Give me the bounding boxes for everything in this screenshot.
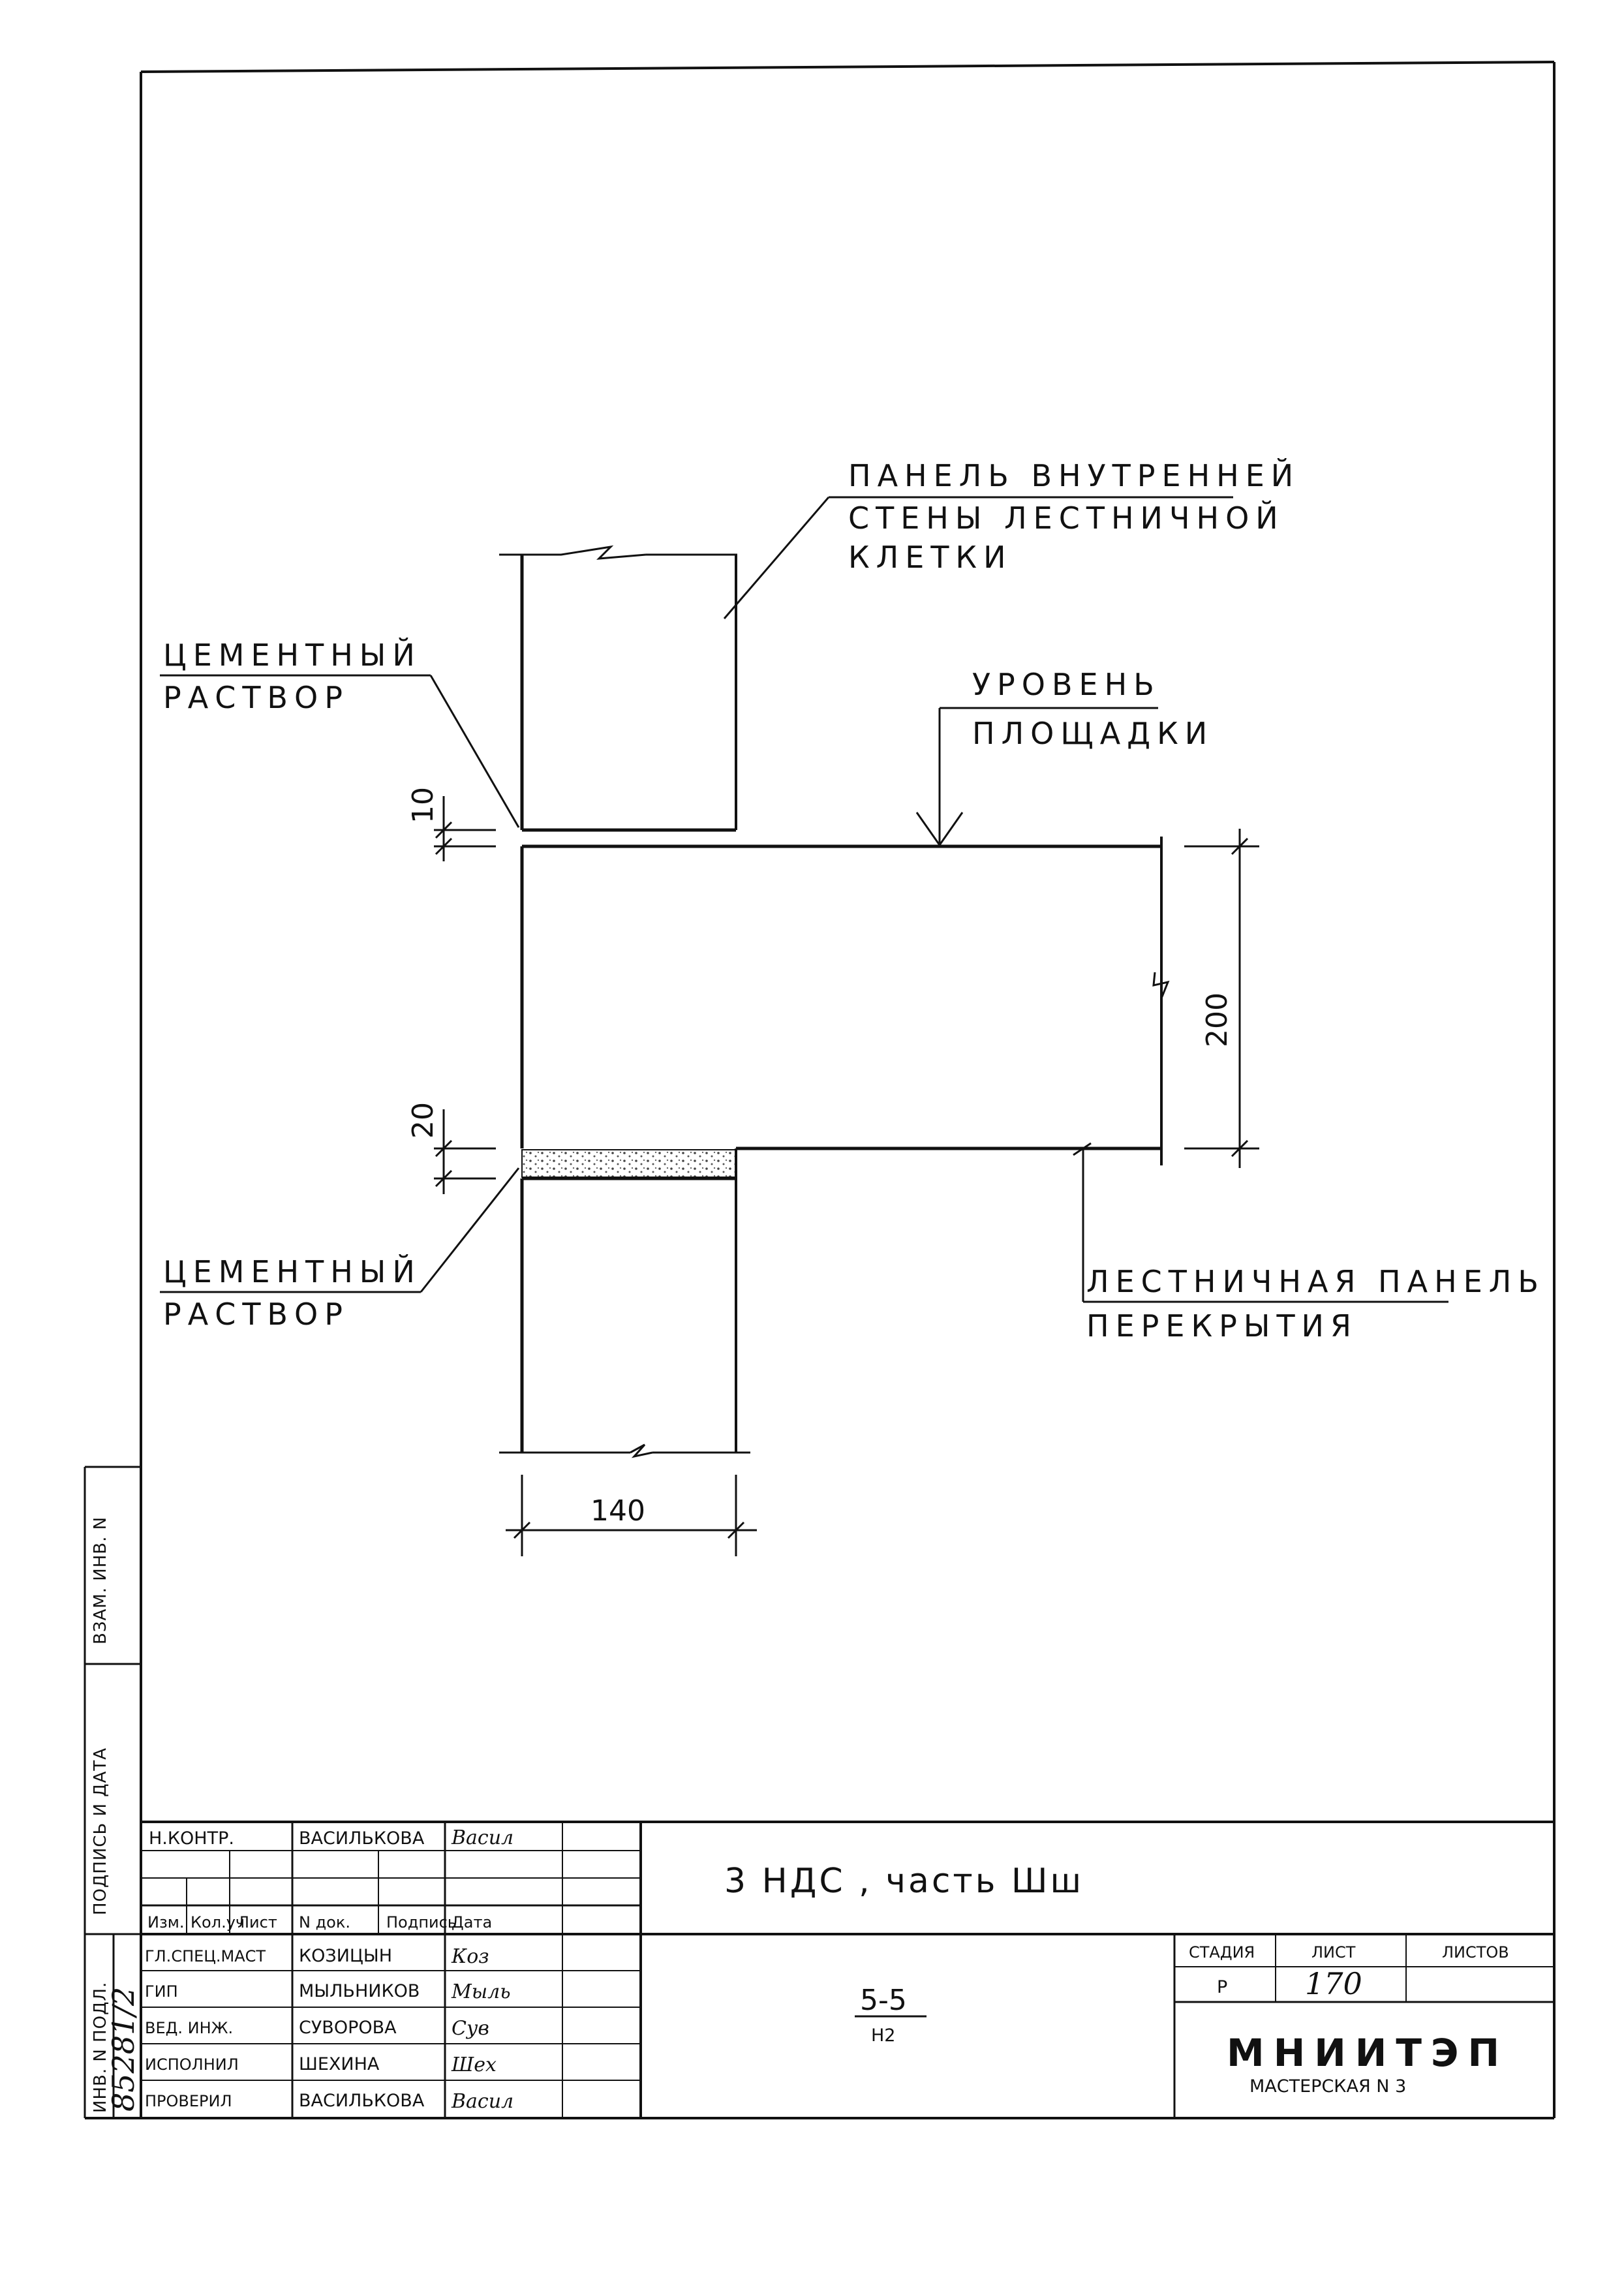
tb-stage-value: Р	[1217, 1977, 1227, 1997]
tb-normcontrol-name: ВАСИЛЬКОВА	[299, 1828, 425, 1849]
tb-sheets-label: ЛИСТОВ	[1442, 1943, 1509, 1962]
tb-header-podpis: Подпись	[386, 1913, 457, 1931]
side-label-podpis-data: ПОДПИСЬ И ДАТА	[91, 1747, 110, 1915]
tb-sheet-value: 170	[1305, 1966, 1362, 2001]
label-stair-panel-2: ПЕРЕКРЫТИЯ	[1086, 1308, 1358, 1344]
dimension-lines	[434, 796, 1259, 1556]
tb-project-title: 3 НДС , часть Шш	[724, 1862, 1084, 1901]
tb-sheet-label: ЛИСТ	[1311, 1943, 1356, 1962]
label-landing-level-1: УРОВЕНЬ	[972, 667, 1161, 702]
tb-staff-name: КОЗИЦЫН	[299, 1946, 392, 1966]
sheet-frame	[85, 61, 1555, 2119]
side-label-vzam-inv: ВЗАМ. ИНВ. N	[91, 1516, 110, 1644]
tb-normcontrol-role: Н.КОНТР.	[149, 1828, 234, 1849]
landing-slab	[520, 837, 1170, 1165]
tb-staff-role: ВЕД. ИНЖ.	[145, 2019, 233, 2037]
tb-header-list: Лист	[237, 1913, 277, 1931]
tb-org-sub: МАСТЕРСКАЯ N 3	[1249, 2076, 1406, 2097]
tb-staff-signature: Коз	[451, 1945, 489, 1968]
label-inner-wall-2: СТЕНЫ ЛЕСТНИЧНОЙ	[848, 500, 1285, 536]
tb-staff-role: ПРОВЕРИЛ	[145, 2092, 232, 2110]
label-mortar-bottom-2: РАСТВОР	[163, 1297, 349, 1332]
side-inv-number: 85281/2	[106, 1987, 141, 2112]
tb-staff-signature: Мыль	[451, 1980, 511, 2003]
tb-staff-name: МЫЛЬНИКОВ	[299, 1981, 420, 2001]
tb-section-sub: Н2	[871, 2025, 895, 2046]
label-mortar-bottom-1: ЦЕМЕНТНЫЙ	[163, 1254, 421, 1289]
side-stamp: ВЗАМ. ИНВ. N ПОДПИСЬ И ДАТА ИНВ. N ПОДЛ.…	[84, 1466, 141, 2118]
tb-section-number: 5-5	[860, 1984, 907, 2017]
label-inner-wall-1: ПАНЕЛЬ ВНУТРЕННЕЙ	[848, 458, 1300, 493]
dim-wall-width: 140	[590, 1494, 645, 1528]
tb-stage-label: СТАДИЯ	[1189, 1943, 1255, 1962]
side-label-inv-podl: ИНВ. N ПОДЛ.	[91, 1982, 110, 2113]
label-mortar-top-2: РАСТВОР	[163, 680, 349, 715]
tb-header-koluch: Кол.уч	[191, 1913, 245, 1931]
title-block	[141, 1821, 1554, 2118]
tb-org-name: МНИИТЭП	[1227, 2031, 1509, 2075]
tb-normcontrol-signature: Васил	[451, 1826, 513, 1849]
tb-header-ndok: N док.	[299, 1913, 350, 1931]
upper-wall-panel	[499, 545, 737, 832]
mortar-bed	[521, 1149, 737, 1178]
label-inner-wall-3: КЛЕТКИ	[848, 540, 1012, 575]
dim-bottom-joint: 20	[406, 1102, 440, 1139]
tb-staff-role: ГЛ.СПЕЦ.МАСТ	[145, 1947, 266, 1965]
label-landing-level-2: ПЛОЩАДКИ	[972, 716, 1214, 751]
tb-staff-name: СУВОРОВА	[299, 2018, 397, 2038]
tb-staff-role: ИСПОЛНИЛ	[145, 2055, 239, 2074]
leader-lines	[160, 496, 1448, 1303]
label-mortar-top-1: ЦЕМЕНТНЫЙ	[163, 638, 421, 673]
dim-slab-thickness: 200	[1201, 993, 1234, 1047]
tb-staff-signature: Шех	[451, 2054, 497, 2076]
tb-header-data: Дата	[452, 1913, 492, 1931]
tb-staff-signature: Сув	[452, 2017, 489, 2040]
tb-staff-signature: Васил	[451, 2090, 513, 2113]
dim-top-joint: 10	[406, 787, 440, 823]
tb-staff-role: ГИП	[145, 1982, 178, 2001]
label-stair-panel-1: ЛЕСТНИЧНАЯ ПАНЕЛЬ	[1086, 1264, 1545, 1299]
section-drawing	[499, 545, 1170, 1458]
tb-staff-name: ШЕХИНА	[299, 2054, 380, 2074]
tb-staff-name: ВАСИЛЬКОВА	[299, 2091, 425, 2111]
tb-header-izm: Изм.	[147, 1913, 184, 1931]
lower-wall-panel	[499, 1148, 750, 1458]
